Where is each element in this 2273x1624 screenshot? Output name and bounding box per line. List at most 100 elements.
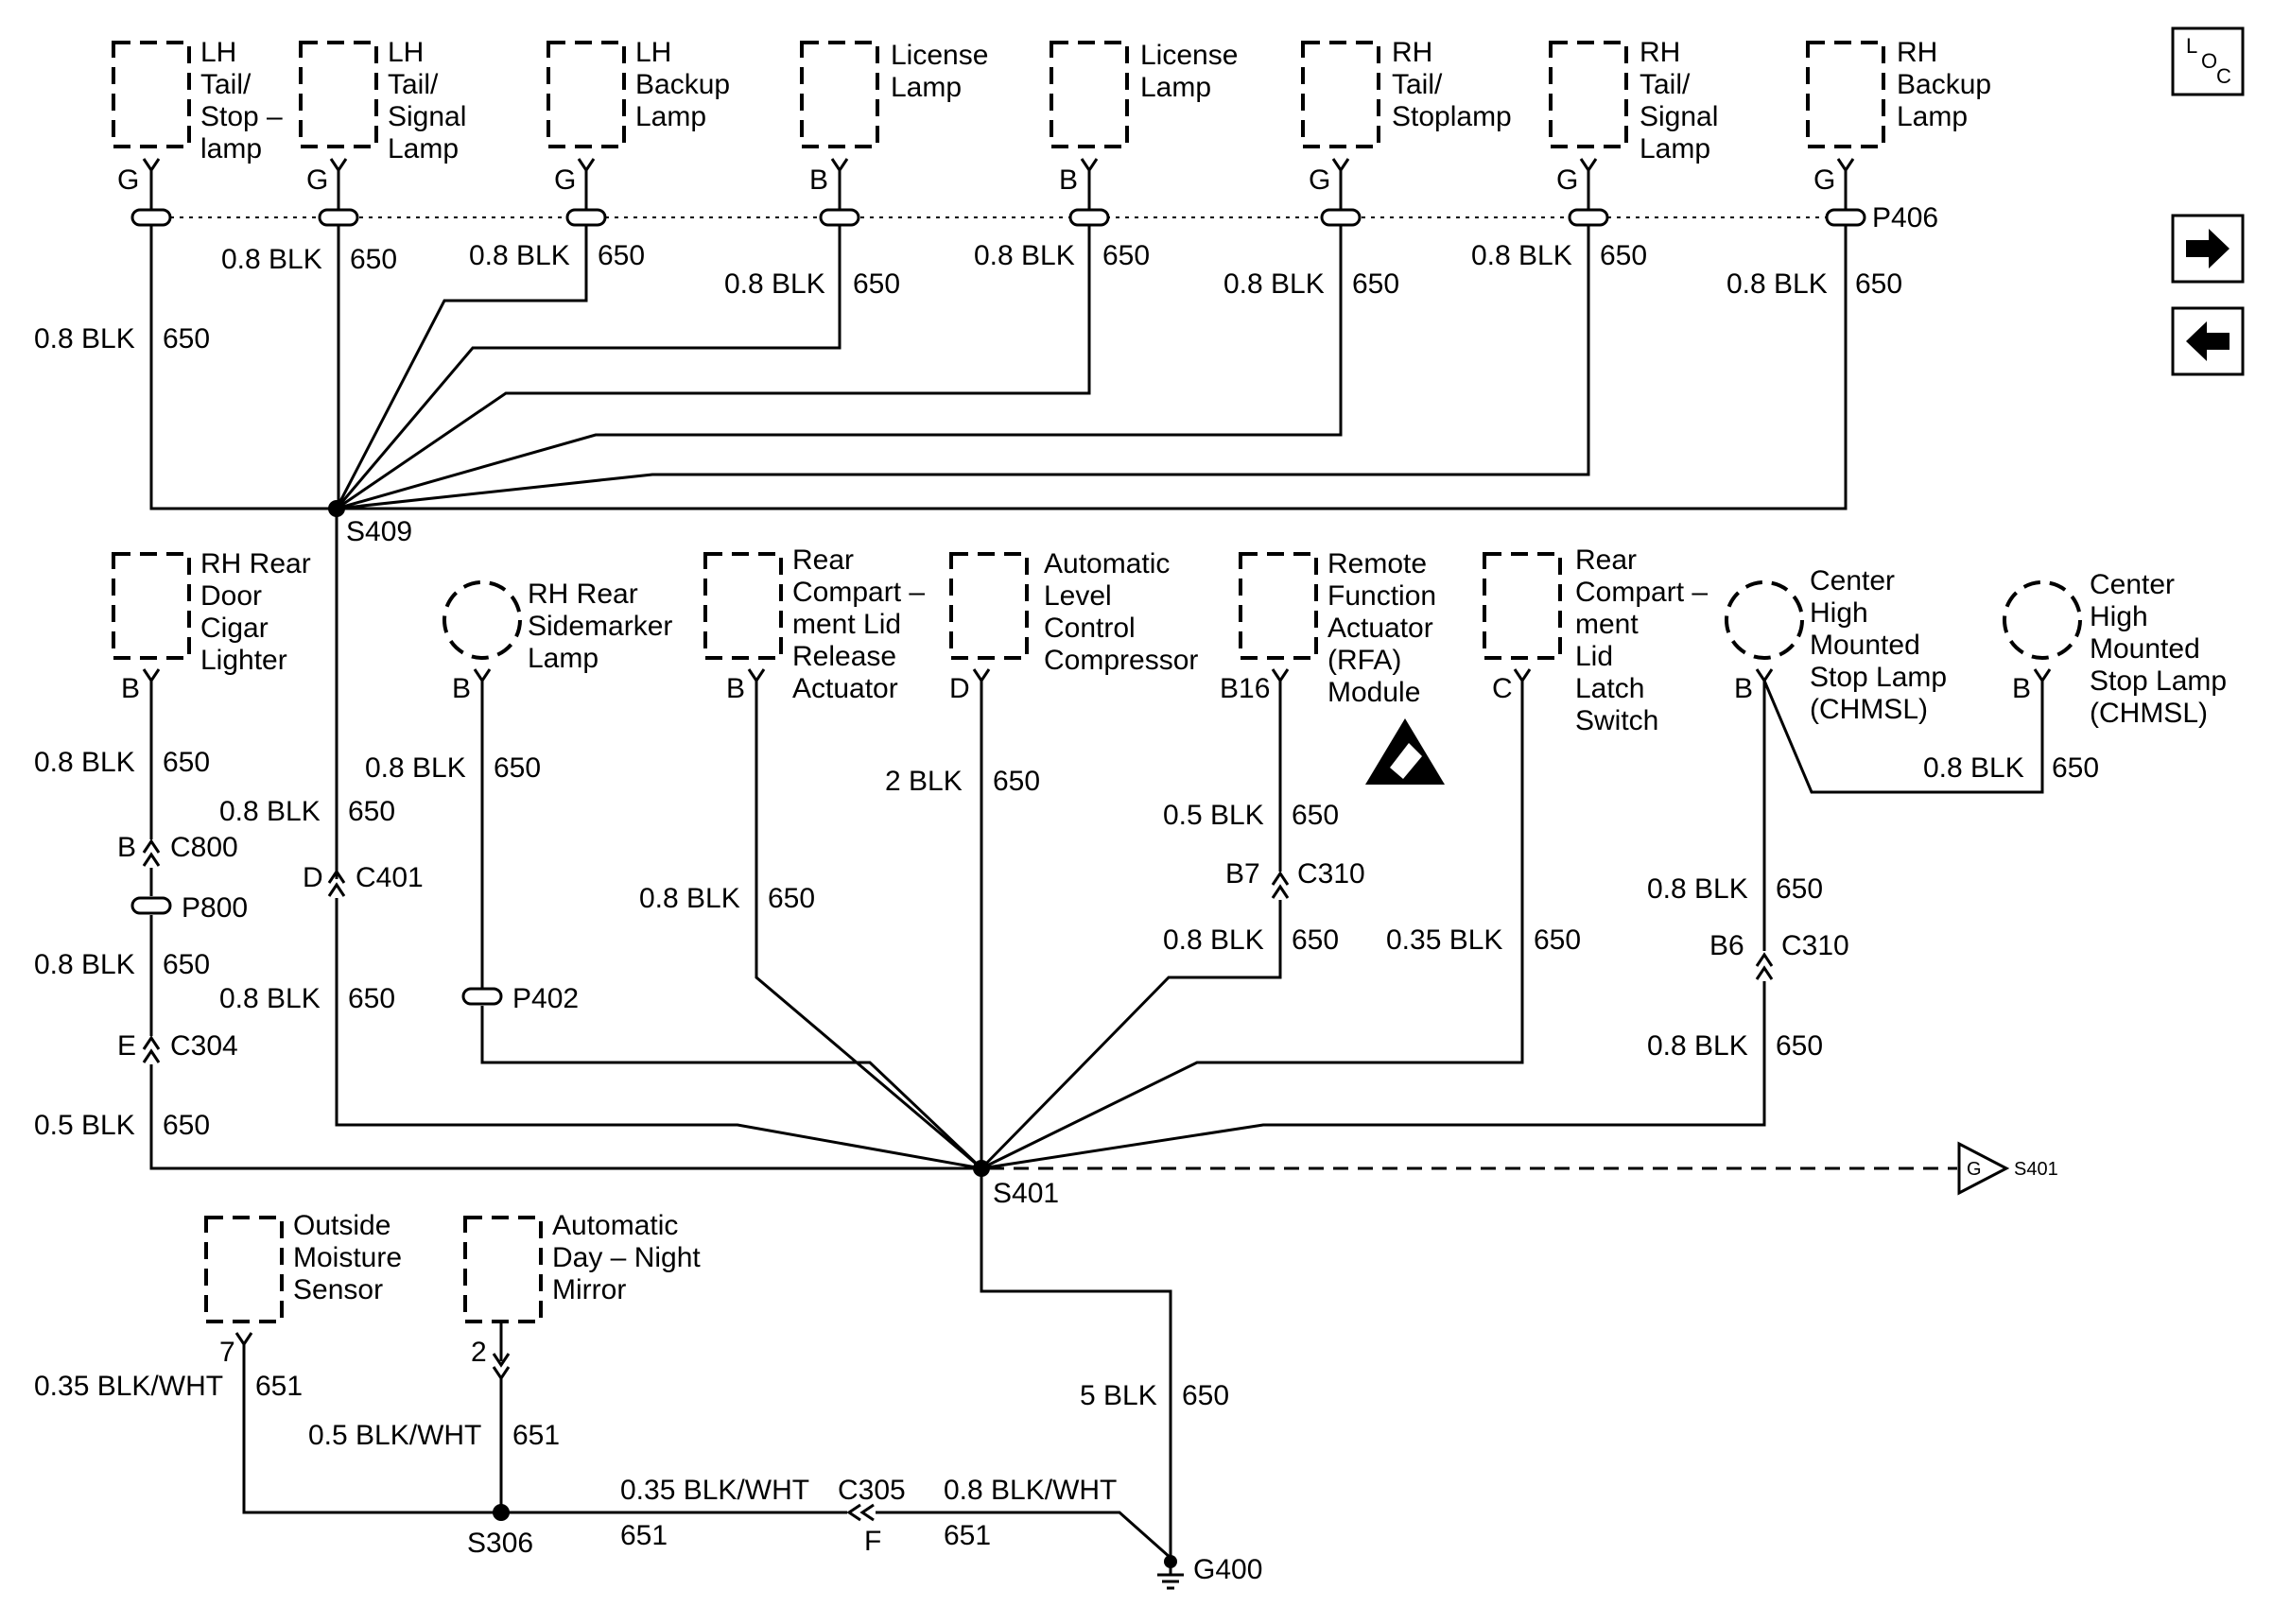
wire-circuit-release: 650 [768, 883, 815, 914]
c800-label: C800 [170, 832, 238, 863]
wire-circuit-2: 650 [350, 244, 397, 275]
top-terminals [142, 158, 1855, 214]
wire-label-c401a: 0.8 BLK [219, 796, 321, 827]
wire-label-rfa2: 0.8 BLK [1163, 924, 1264, 956]
svg-text:C: C [2216, 64, 2231, 88]
wire-label-5: 0.8 BLK [974, 240, 1075, 271]
wire-label-8: 0.8 BLK [1726, 268, 1828, 300]
p406-inline-connectors[interactable] [130, 208, 1866, 227]
wire-circuit-chmsl2: 650 [2052, 752, 2099, 784]
rear-compartment-lid-latch-switch-box[interactable] [1483, 552, 1562, 660]
wire-circuit-s306: 651 [620, 1520, 668, 1551]
c305-connector[interactable] [846, 1503, 875, 1522]
wire-label-3: 0.8 BLK [469, 240, 570, 271]
chmsl-lamp-circle-2[interactable] [2003, 580, 2082, 660]
wire-circuit-c401a: 650 [348, 796, 395, 827]
s401-label: S401 [993, 1178, 1059, 1209]
c310a-pin: B7 [1225, 858, 1260, 890]
p406-label: P406 [1872, 202, 1938, 233]
c310a-label: C310 [1297, 858, 1365, 890]
right-arrow-icon [2186, 229, 2230, 268]
wire-label-chmsl2: 0.8 BLK [1923, 752, 2024, 784]
wire-label-moisture: 0.35 BLK/WHT [34, 1371, 223, 1402]
c310-connector-b[interactable] [1755, 952, 1774, 980]
lh-backup-lamp-box[interactable] [547, 41, 626, 148]
wire-circuit-6: 650 [1352, 268, 1399, 300]
rh-rear-door-cigar-lighter-box[interactable] [112, 552, 191, 660]
c304-connector[interactable] [142, 1035, 161, 1063]
wire-circuit-mirror: 651 [512, 1420, 560, 1451]
rh-rear-sidemarker-lamp-circle[interactable] [442, 580, 522, 660]
wire-label-level: 2 BLK [885, 766, 963, 797]
rh-backup-lamp-box[interactable] [1806, 41, 1885, 148]
wire-label-c401b: 0.8 BLK [219, 983, 321, 1014]
outside-moisture-sensor-box[interactable] [204, 1216, 284, 1323]
pin-b5: B [1059, 164, 1078, 196]
g400-label: G400 [1193, 1554, 1262, 1585]
pin-latch: C [1492, 673, 1513, 704]
p402-connector[interactable] [461, 987, 503, 1006]
chmsl-lamp-circle-1[interactable] [1725, 580, 1804, 660]
license-lamp-box-1[interactable] [800, 41, 879, 148]
wire-circuit-g400: 651 [944, 1520, 991, 1551]
offpage-pin: G [1967, 1159, 1982, 1180]
wire-circuit-rfa1: 650 [1292, 800, 1339, 831]
pin-chmsl2: B [2012, 673, 2031, 704]
wire-circuit-chmsl1b: 650 [1776, 1030, 1823, 1062]
pin-g2: G [306, 164, 328, 196]
lh-tail-signal-lamp-box[interactable] [299, 41, 378, 148]
top-wires [149, 225, 1848, 510]
wire-circuit-chmsl1: 650 [1776, 873, 1823, 905]
esd-warning-icon [1365, 718, 1445, 785]
p402-label: P402 [512, 983, 579, 1014]
wire-label-door3: 0.5 BLK [34, 1110, 135, 1141]
wire-label-door1: 0.8 BLK [34, 747, 135, 778]
ground-icon[interactable] [1157, 1555, 1184, 1590]
automatic-day-night-mirror-box[interactable] [463, 1216, 543, 1323]
license-lamp-box-2[interactable] [1050, 41, 1129, 148]
rh-tail-stoplamp-box[interactable] [1301, 41, 1380, 148]
p800-connector[interactable] [130, 896, 172, 915]
c310-connector-a[interactable] [1271, 871, 1290, 899]
pin-release: B [726, 673, 745, 704]
rfa-module-box[interactable] [1239, 552, 1318, 660]
loc-button[interactable]: L O C [2171, 26, 2245, 96]
c305-label: C305 [838, 1475, 906, 1506]
wire-label-6: 0.8 BLK [1223, 268, 1325, 300]
wire-circuit-4: 650 [853, 268, 900, 300]
next-page-button[interactable] [2171, 214, 2245, 284]
rear-compartment-lid-release-actuator-box[interactable] [703, 552, 783, 660]
lh-tail-stop-lamp-box[interactable] [112, 41, 191, 148]
wire-circuit-5: 650 [1102, 240, 1150, 271]
left-arrow-icon [2186, 321, 2230, 361]
automatic-level-control-compressor-box[interactable] [949, 552, 1029, 660]
rh-tail-signal-lamp-box[interactable] [1549, 41, 1628, 148]
pin-rfa: B16 [1220, 673, 1270, 704]
s401-offpage-arrow[interactable] [1957, 1141, 2010, 1196]
wire-label-s306: 0.35 BLK/WHT [620, 1475, 809, 1506]
offpage-label: S401 [2014, 1159, 2058, 1180]
s409-label: S409 [346, 516, 412, 547]
wire-label-2: 0.8 BLK [221, 244, 322, 275]
previous-page-button[interactable] [2171, 306, 2245, 376]
svg-text:L: L [2186, 34, 2197, 58]
c401-connector[interactable] [327, 869, 346, 897]
c800-connector[interactable] [142, 838, 161, 867]
